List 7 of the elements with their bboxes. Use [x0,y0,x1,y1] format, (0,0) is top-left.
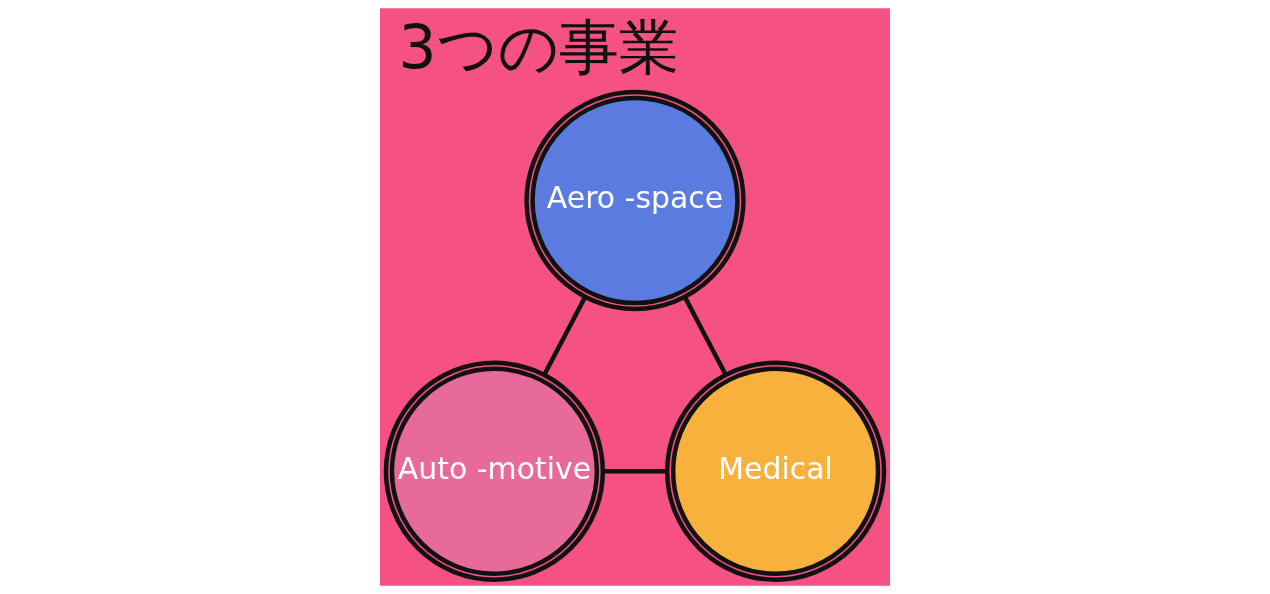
connector [603,469,668,474]
node-circle: Medical [664,360,887,582]
connector [542,296,587,376]
node-circle: Aero -space [524,89,746,312]
diagram-title: 3つの事業 [398,12,679,83]
node-circle: Auto -motive [383,360,606,582]
connector [683,296,728,376]
